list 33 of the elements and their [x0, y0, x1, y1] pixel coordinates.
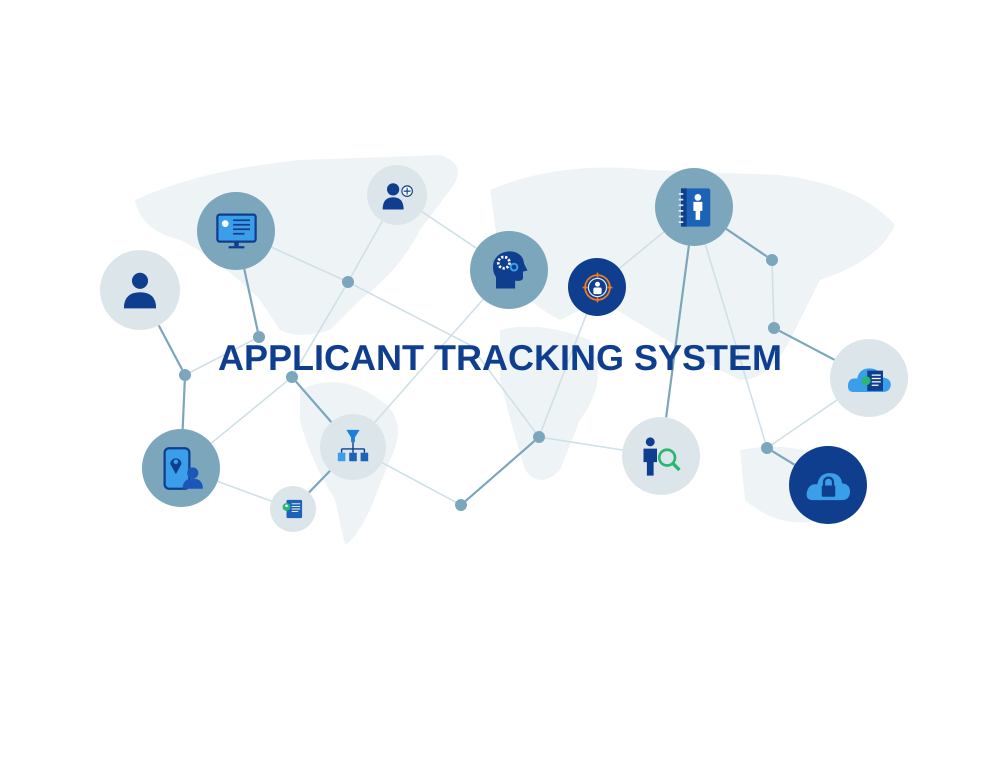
icon-circle [789, 446, 867, 524]
connector-line [352, 284, 536, 433]
connector-line [544, 437, 623, 451]
connector-line [158, 324, 184, 370]
connector-line [210, 380, 288, 444]
connector-line [464, 440, 536, 502]
junction-dot [455, 499, 467, 511]
title: APPLICANT TRACKING SYSTEM [218, 338, 782, 378]
connector-line [190, 339, 254, 373]
connector-line [772, 450, 796, 466]
junction-dot [761, 442, 773, 454]
connector-line [778, 330, 835, 361]
connector-line [382, 462, 456, 503]
connector-line [726, 228, 768, 258]
connector-line [618, 231, 664, 270]
connector-line [772, 399, 838, 446]
connector-line [243, 268, 259, 332]
connector-line [271, 246, 343, 280]
connector-line [421, 211, 478, 249]
connector-line [182, 380, 186, 430]
junction-dot [286, 371, 298, 383]
connector-line [704, 244, 766, 442]
connector-line [295, 380, 332, 423]
connector-line [294, 286, 346, 372]
connector-line [308, 470, 331, 494]
icon-circle [270, 486, 316, 532]
junction-dot [179, 369, 191, 381]
connector-line [217, 480, 272, 502]
connector-line [540, 314, 588, 432]
connector-line [350, 220, 383, 278]
connector-line [665, 246, 690, 418]
junction-dot [253, 331, 265, 343]
connector-line [374, 298, 484, 423]
